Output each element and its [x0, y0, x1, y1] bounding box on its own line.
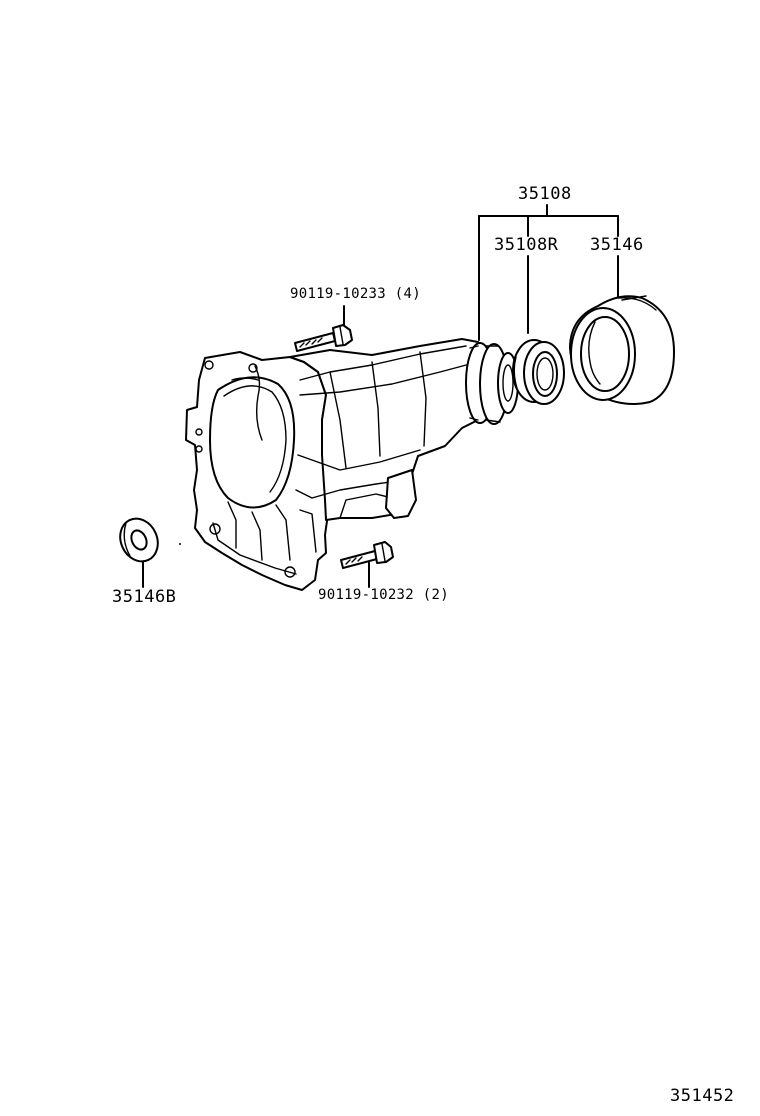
callout-bolt-lower: 90119-10232 (2) [318, 587, 449, 603]
callout-bolt-upper: 90119-10233 (4) [290, 286, 421, 302]
dust-deflector-drawing [569, 295, 675, 405]
washer-drawing [119, 517, 159, 563]
callout-35146: 35146 [590, 235, 644, 255]
figure-number: 351452 [670, 1086, 735, 1106]
callout-35108R: 35108R [494, 235, 559, 255]
callout-35108: 35108 [518, 184, 572, 204]
callout-35146B: 35146B [112, 587, 177, 607]
bolt-upper-drawing [294, 324, 353, 352]
extension-housing-drawing [185, 338, 519, 591]
callout-leaders [142, 204, 619, 588]
bolt-lower-drawing [340, 541, 394, 569]
oil-seal-drawing [512, 339, 565, 405]
